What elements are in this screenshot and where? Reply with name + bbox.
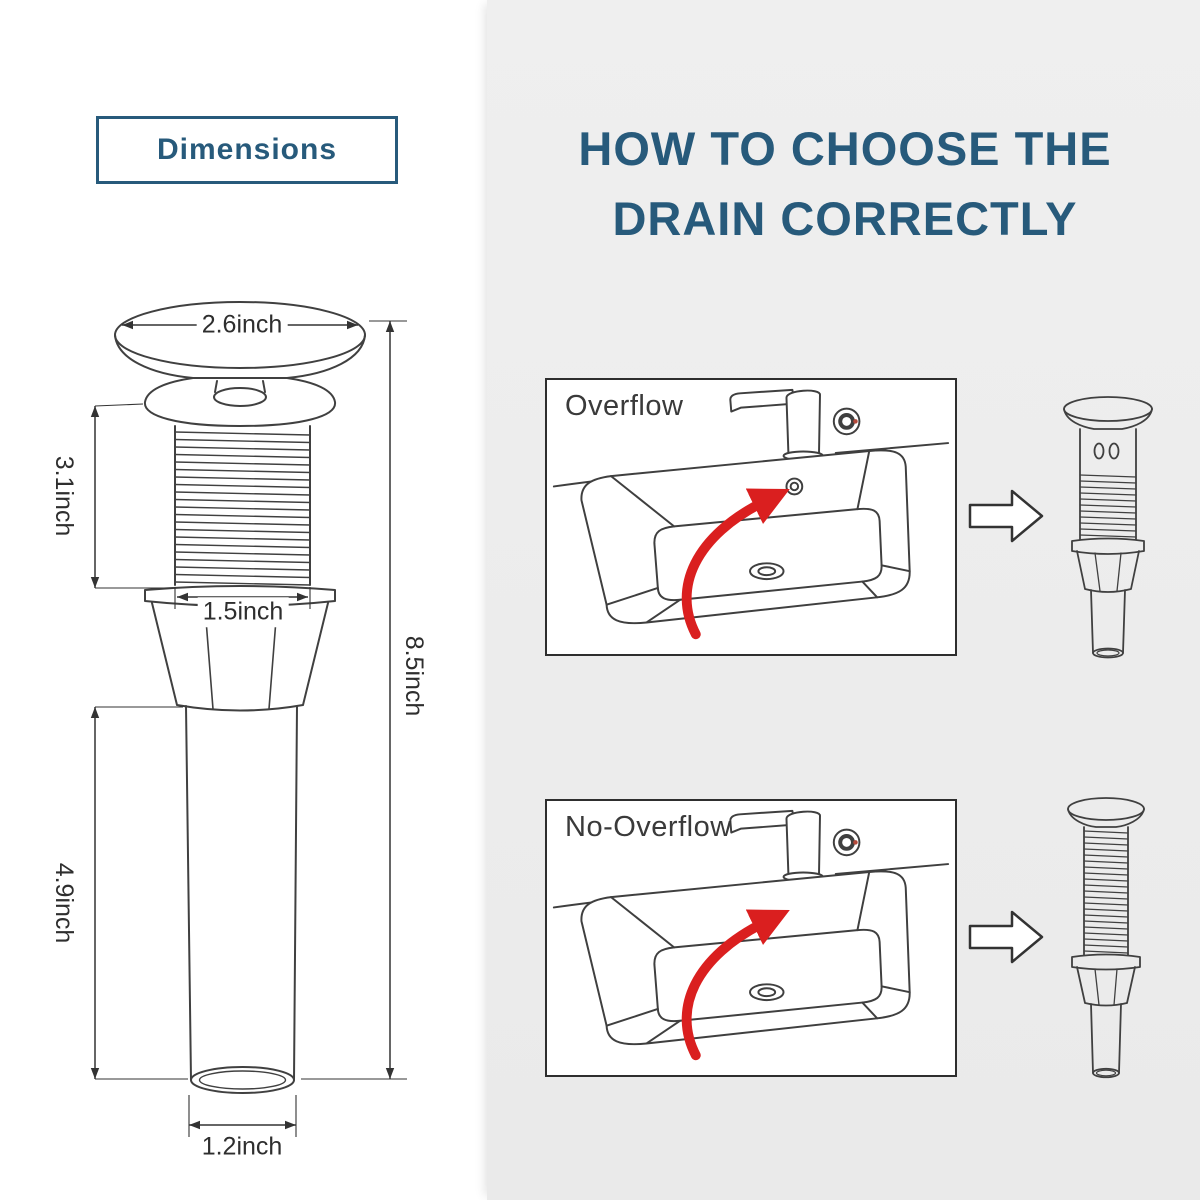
drain-cap — [114, 301, 366, 379]
drain-dimension-diagram — [90, 301, 407, 1137]
no-overflow-panel: No-Overflow — [545, 799, 957, 1077]
right-block-arrow-icon — [968, 910, 1044, 964]
guide-title-line1: HOW TO CHOOSE THE — [578, 122, 1112, 175]
red-pointer-arrow — [681, 488, 790, 640]
overflow-panel: Overflow — [545, 378, 957, 656]
dimensions-title: Dimensions — [156, 133, 338, 166]
drain-washer-plate — [144, 585, 336, 607]
overflow-panel-label: Overflow — [565, 390, 684, 422]
guide-title-line2: DRAIN CORRECTLY — [612, 192, 1078, 245]
dim-thread-height: 3.1inch — [48, 452, 78, 540]
dimension-lines — [90, 320, 407, 1137]
sink-overflow-diagram — [551, 387, 951, 640]
drain-hex-nut — [151, 602, 329, 712]
dim-cap-diameter: 2.6inch — [196, 310, 288, 340]
overflow-hole — [785, 477, 804, 496]
guide-title: HOW TO CHOOSE THE DRAIN CORRECTLY — [500, 114, 1190, 254]
sink-no-overflow-diagram — [551, 808, 951, 1061]
dimensions-title-box: Dimensions — [96, 116, 398, 184]
overflow-hole-cutouts — [1093, 442, 1120, 460]
drain-tailpipe — [185, 705, 298, 1094]
dim-thread-diameter: 1.5inch — [197, 597, 289, 627]
drain-threads — [174, 425, 311, 586]
dim-tailpipe-length: 4.9inch — [48, 859, 78, 947]
drain-without-overflow-icon — [1067, 797, 1145, 1079]
dim-total-height: 8.5inch — [398, 632, 428, 720]
drain-with-overflow-icon — [1063, 396, 1153, 659]
right-block-arrow-icon — [968, 489, 1044, 543]
no-overflow-panel-label: No-Overflow — [565, 811, 732, 843]
red-pointer-arrow — [681, 909, 790, 1061]
drain-flange — [143, 377, 337, 427]
dim-tailpipe-diameter: 1.2inch — [196, 1132, 288, 1162]
